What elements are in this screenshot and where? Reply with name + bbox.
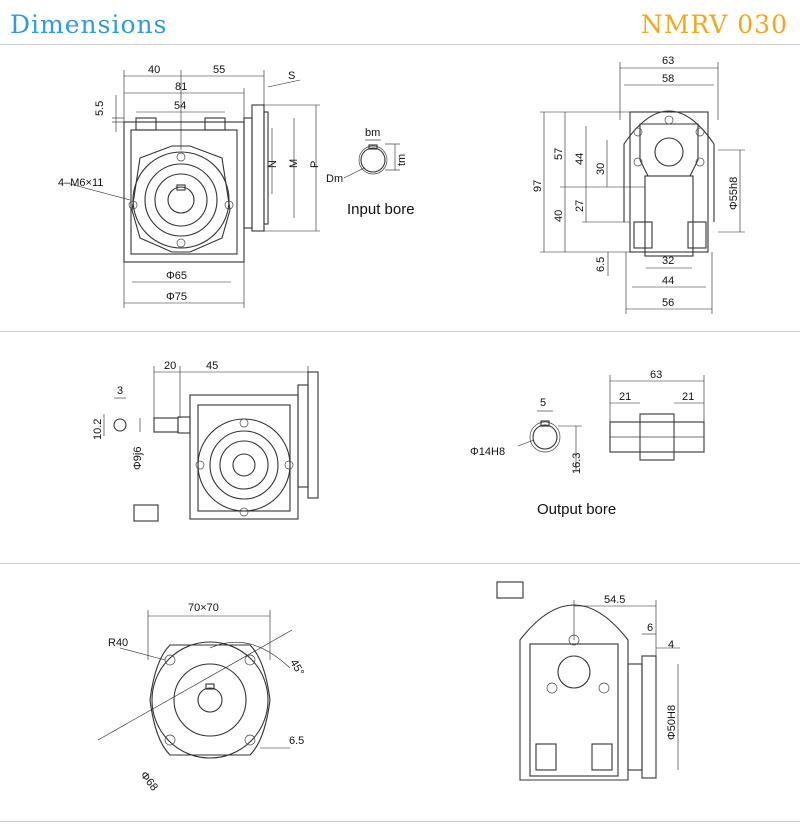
dim-21-right: 21 bbox=[682, 391, 694, 403]
input-bore-view: bm tm Dm Input bore bbox=[326, 127, 415, 218]
dim-56: 56 bbox=[662, 297, 674, 309]
dim-27: 27 bbox=[574, 200, 586, 212]
dim-s: S bbox=[288, 70, 295, 82]
dim-81: 81 bbox=[175, 81, 187, 93]
output-bore-view: 5 Φ14H8 16.3 Output bore 63 21 21 bbox=[470, 369, 705, 518]
model-title: NMRV 030 bbox=[640, 10, 788, 39]
dim-bm: bm bbox=[365, 127, 380, 139]
dim-4-fa: 4 bbox=[668, 639, 674, 651]
separator bbox=[0, 44, 800, 45]
dim-6-fa: 6 bbox=[647, 622, 653, 634]
input-bore-caption: Input bore bbox=[347, 201, 415, 218]
vs-badge: VS bbox=[136, 509, 150, 520]
dim-63-shaft: 63 bbox=[650, 369, 662, 381]
page-title: Dimensions bbox=[10, 10, 168, 39]
dim-21-left: 21 bbox=[619, 391, 631, 403]
separator bbox=[0, 821, 800, 822]
dim-4-m6x11: 4–M6×11 bbox=[58, 177, 103, 189]
dim-phi68: Φ68 bbox=[138, 769, 160, 793]
dim-phi14h8: Φ14H8 bbox=[470, 446, 505, 458]
dim-54: 54 bbox=[174, 100, 186, 112]
dim-32: 32 bbox=[662, 255, 674, 267]
dim-phi55h8: Φ55h8 bbox=[728, 177, 740, 210]
dim-5: 5 bbox=[540, 397, 546, 409]
dim-phi50h8: Φ50H8 bbox=[666, 705, 678, 740]
dim-phi75: Φ75 bbox=[166, 291, 187, 303]
dim-63: 63 bbox=[662, 55, 674, 67]
dim-tm: tm bbox=[396, 154, 408, 166]
vs-view: VS 20 45 3 10.2 Φ9j6 bbox=[92, 360, 319, 522]
dim-phi9j6: Φ9j6 bbox=[132, 447, 144, 470]
dim-45-deg: 45° bbox=[287, 658, 306, 678]
dim-6-5: 6.5 bbox=[595, 257, 607, 272]
front-view: 40 55 S 81 5.5 54 4–M6×11 N M P Φ65 Φ75 bbox=[58, 64, 321, 308]
dim-6-5-flange: 6.5 bbox=[289, 735, 304, 747]
dim-44-bottom: 44 bbox=[662, 275, 674, 287]
dim-r40: R40 bbox=[108, 637, 128, 649]
dim-44: 44 bbox=[574, 153, 586, 165]
dim-45: 45 bbox=[206, 360, 218, 372]
dim-57: 57 bbox=[553, 148, 565, 160]
dim-70x70: 70×70 bbox=[188, 602, 219, 614]
dim-20: 20 bbox=[164, 360, 176, 372]
dim-phi65: Φ65 bbox=[166, 270, 187, 282]
flange-view: 70×70 R40 45° Φ68 6.5 bbox=[97, 602, 306, 793]
dim-m: M bbox=[288, 159, 300, 168]
dim-58: 58 bbox=[662, 73, 674, 85]
dim-54-5: 54.5 bbox=[604, 594, 625, 606]
dim-97: 97 bbox=[532, 180, 544, 192]
dim-dm: Dm bbox=[326, 173, 343, 185]
side-view: 63 58 97 57 44 30 40 27 6.5 Φ55h8 32 44 … bbox=[532, 55, 745, 314]
dim-40: 40 bbox=[148, 64, 160, 76]
separator bbox=[0, 563, 800, 564]
dim-n: N bbox=[267, 160, 279, 168]
output-bore-caption: Output bore bbox=[537, 501, 616, 518]
dim-30: 30 bbox=[595, 163, 607, 175]
dim-3: 3 bbox=[117, 385, 123, 397]
separator bbox=[0, 331, 800, 332]
dim-10-2: 10.2 bbox=[92, 419, 104, 440]
dim-5-5: 5.5 bbox=[94, 101, 106, 116]
fa-view: FA 54.5 6 4 Φ50H8 bbox=[496, 581, 680, 781]
dim-16-3: 16.3 bbox=[571, 453, 583, 474]
dim-40-side: 40 bbox=[553, 210, 565, 222]
dim-p: P bbox=[309, 161, 321, 168]
dim-55: 55 bbox=[213, 64, 225, 76]
fa-badge: FA bbox=[502, 586, 515, 597]
